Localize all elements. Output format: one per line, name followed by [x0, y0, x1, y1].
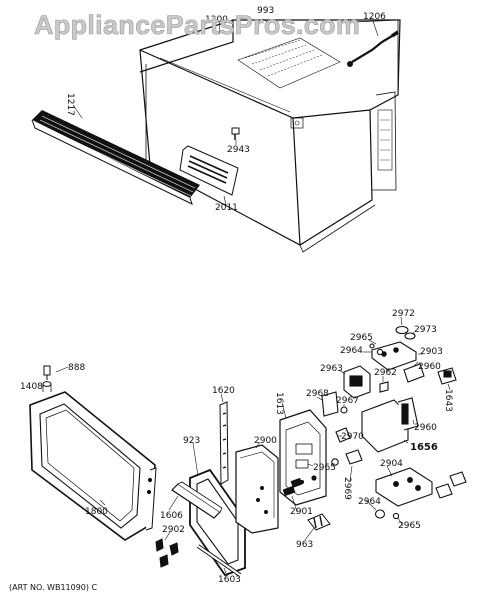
part-label-2011: 2011: [215, 203, 238, 213]
screw-part: [231, 127, 240, 140]
part-label-2960-upper: 2960: [418, 362, 441, 372]
part-label-993: 993: [257, 6, 274, 16]
choke-frame-part: [189, 468, 246, 577]
part-label-2960-lower: 2960: [414, 423, 437, 433]
part-label-923: 923: [183, 436, 200, 446]
part-label-2964-top: 2964: [340, 346, 363, 356]
relay-block-part: [321, 325, 467, 520]
part-label-1613: 1613: [274, 392, 284, 415]
watermark-logo: AppliancePartsPros.com: [34, 10, 361, 41]
grille-plate-part: [179, 145, 239, 196]
part-label-2902: 2902: [162, 525, 185, 535]
part-label-2963: 2963: [320, 364, 343, 374]
keypad-part: [282, 477, 303, 497]
part-label-2965-low: 2965: [398, 521, 421, 531]
part-label-963: 963: [296, 540, 313, 550]
part-label-1217: 1217: [65, 93, 75, 116]
part-label-2965-top: 2965: [350, 333, 373, 343]
bracket-part: [171, 481, 223, 519]
part-label-2943: 2943: [227, 145, 250, 155]
part-label-2962: 2962: [374, 368, 397, 378]
part-labels: 993 1200 1206 1217 2943 2011 2972 2973 2…: [20, 6, 453, 585]
part-label-1656: 1656: [410, 442, 438, 453]
part-label-2969: 2969: [342, 477, 352, 500]
part-label-2970: 2970: [341, 432, 364, 442]
part-label-1206: 1206: [363, 12, 386, 22]
part-label-2903: 2903: [420, 347, 443, 357]
door-clip-part: [155, 538, 179, 568]
part-label-1606: 1606: [160, 511, 183, 521]
part-label-1200: 1200: [205, 15, 228, 25]
part-label-2972: 2972: [392, 309, 415, 319]
part-label-1620: 1620: [212, 386, 235, 396]
control-panel-part: [235, 444, 279, 534]
mounting-bracket-part: [307, 513, 331, 531]
part-label-2968: 2968: [306, 389, 329, 399]
part-label-1643: 1643: [443, 389, 453, 412]
part-label-888: 888: [68, 363, 85, 373]
outer-case-part: [139, 19, 401, 253]
door-assembly-part: [29, 391, 157, 541]
part-label-2965-mid: 2965: [313, 463, 336, 473]
part-label-2973: 2973: [414, 325, 437, 335]
part-label-1408: 1408: [20, 382, 43, 392]
hinge-pin-part: [42, 365, 52, 392]
part-label-2964-low: 2964: [358, 497, 381, 507]
part-label-2901: 2901: [290, 507, 313, 517]
latch-bar-part: [219, 401, 229, 485]
leader-lines: [41, 18, 451, 574]
part-label-2967: 2967: [336, 396, 359, 406]
part-label-1800: 1800: [85, 507, 108, 517]
door-rod-part: [196, 544, 242, 577]
part-label-2900: 2900: [254, 436, 277, 446]
part-label-2904: 2904: [380, 459, 403, 469]
power-cord-part: [347, 30, 399, 67]
art-number: (ART NO. WB11090) C: [9, 583, 98, 592]
part-label-1603: 1603: [218, 575, 241, 585]
vent-grille-part: [31, 110, 200, 205]
